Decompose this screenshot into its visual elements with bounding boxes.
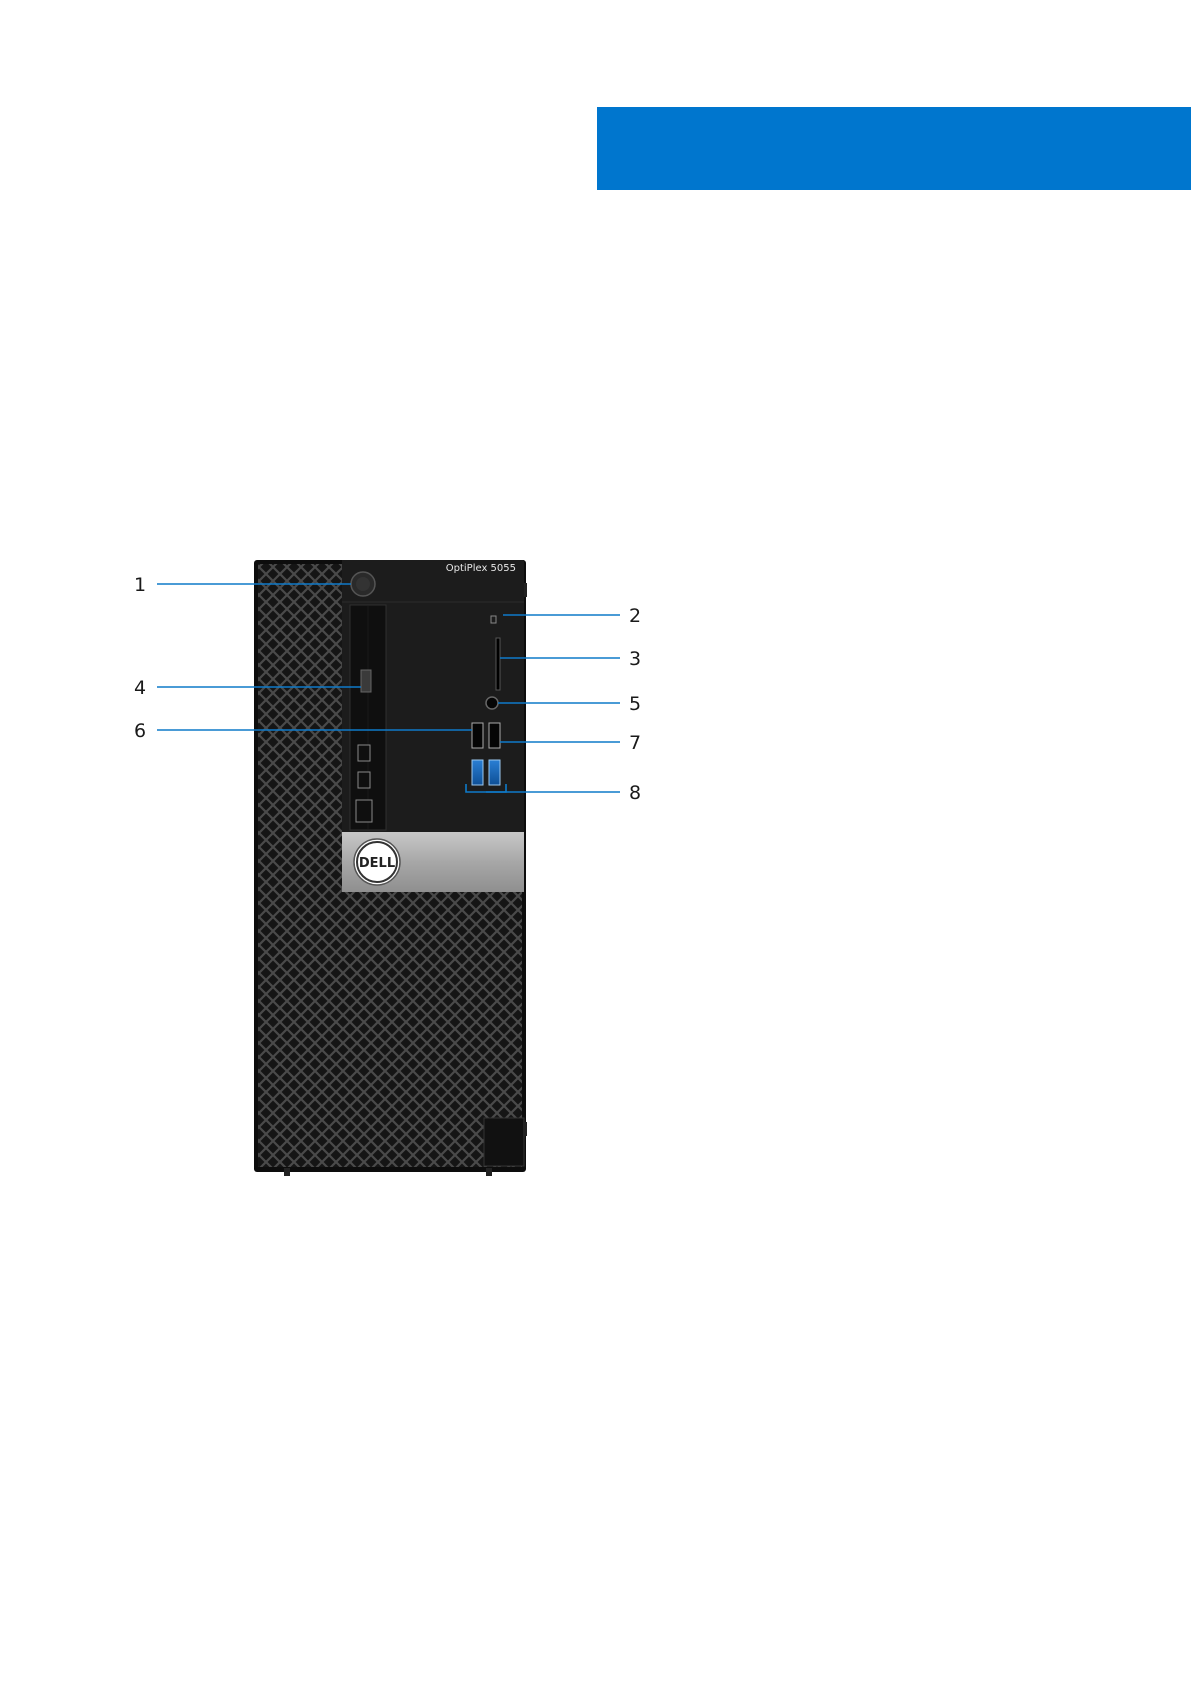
callout-1: 1 xyxy=(134,574,146,596)
optical-drive-bay xyxy=(350,605,386,830)
callout-3: 3 xyxy=(629,648,641,670)
svg-text:DELL: DELL xyxy=(359,856,395,871)
callout-8: 8 xyxy=(629,782,641,804)
callout-2: 2 xyxy=(629,605,641,627)
dell-logo: DELL xyxy=(354,839,400,885)
callout-7: 7 xyxy=(629,732,641,754)
memory-card-reader[interactable] xyxy=(496,638,500,690)
callout-6: 6 xyxy=(134,720,146,742)
model-label: OptiPlex 5055 xyxy=(446,563,516,574)
headset-jack[interactable] xyxy=(486,697,498,709)
optical-drive-eject-button[interactable] xyxy=(361,670,371,692)
callout-4: 4 xyxy=(134,677,146,699)
callout-5: 5 xyxy=(629,693,641,715)
